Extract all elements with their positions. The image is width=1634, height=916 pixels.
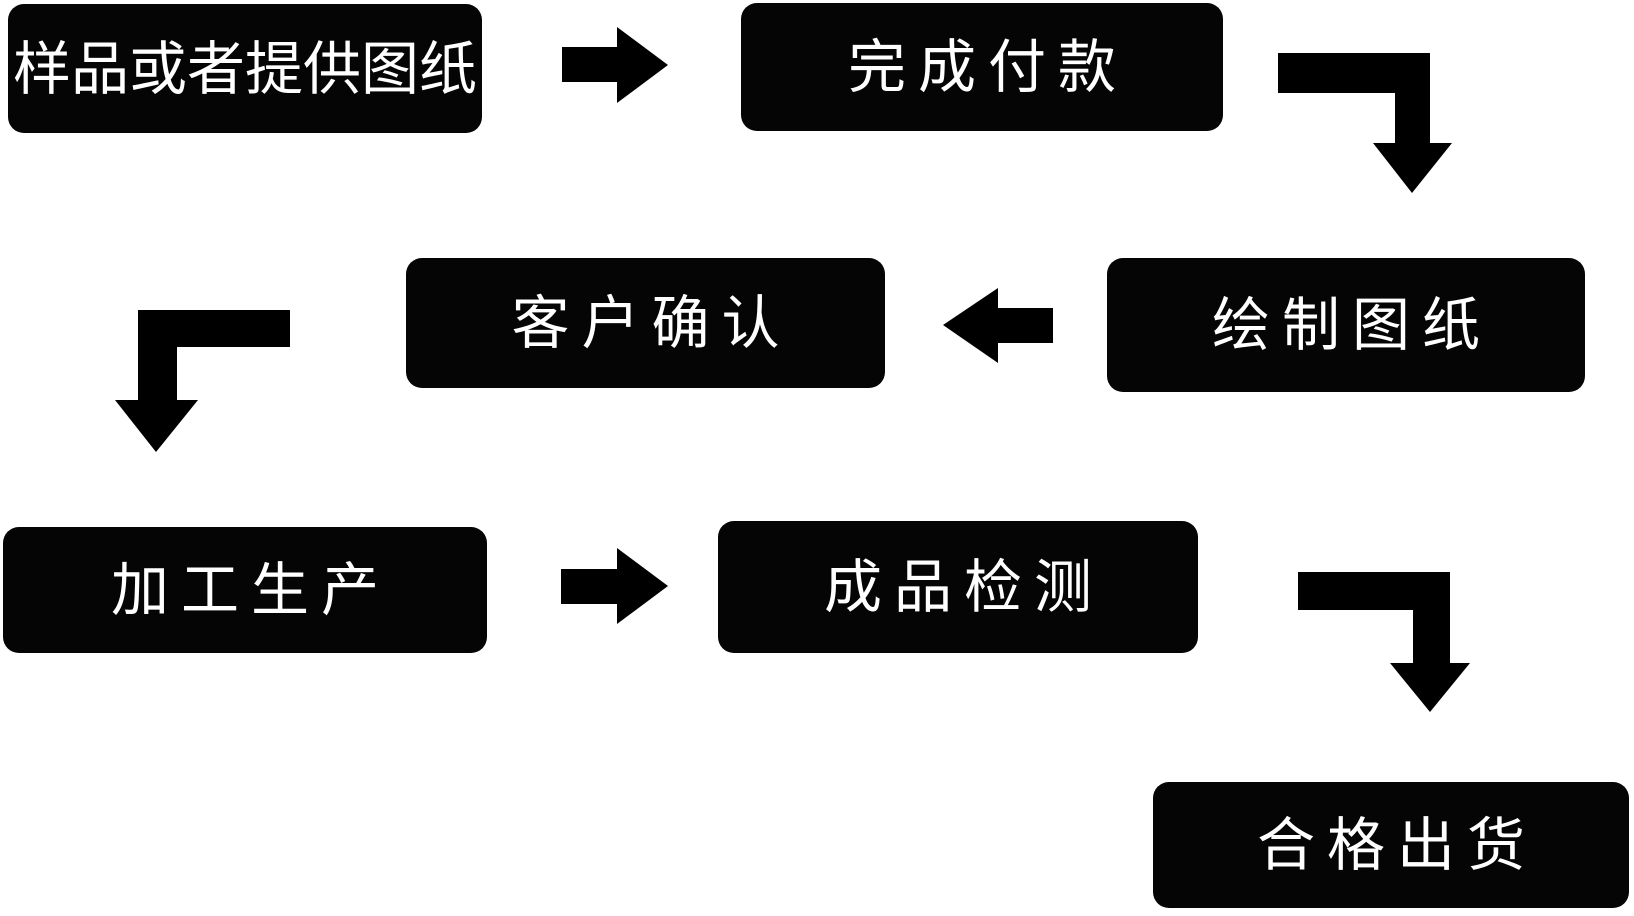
arrow-head <box>1390 663 1470 712</box>
node-label: 客户确认 <box>511 289 792 357</box>
arrow-head <box>617 548 668 624</box>
arrow-vertical-bar <box>138 310 177 400</box>
arrow-vertical-bar <box>1413 572 1450 663</box>
flow-node-customer-confirmation: 客户确认 <box>406 258 885 388</box>
node-label: 成品检测 <box>823 553 1104 621</box>
flow-node-complete-payment: 完成付款 <box>741 3 1223 131</box>
arrow-right-production-to-inspection-icon <box>561 548 668 624</box>
arrow-vertical-bar <box>1395 53 1430 145</box>
flow-node-qualified-shipment: 合格出货 <box>1153 782 1629 908</box>
arrow-bent-inspection-to-shipment-icon <box>1298 572 1470 712</box>
flow-node-processing-production: 加工生产 <box>3 527 487 653</box>
arrow-shaft <box>561 569 619 604</box>
arrow-head <box>943 288 998 363</box>
node-label: 合格出货 <box>1256 811 1537 879</box>
arrow-head <box>617 27 668 103</box>
flow-node-finished-product-inspection: 成品检测 <box>718 521 1198 653</box>
arrow-right-sample-to-payment-icon <box>562 27 668 103</box>
flow-node-draw-drawings: 绘制图纸 <box>1107 258 1585 392</box>
arrow-bent-payment-to-drawing-icon <box>1278 53 1452 193</box>
arrow-shaft <box>997 308 1053 343</box>
arrow-head <box>115 400 198 452</box>
node-label: 绘制图纸 <box>1211 291 1492 359</box>
node-label: 样品或者提供图纸 <box>12 34 477 103</box>
node-label: 完成付款 <box>847 33 1128 101</box>
node-label: 加工生产 <box>110 556 391 624</box>
arrow-head <box>1373 143 1452 193</box>
arrow-bent-confirmation-to-production-icon <box>115 310 290 452</box>
flow-node-sample-or-provide-drawings: 样品或者提供图纸 <box>8 4 482 133</box>
arrow-shaft <box>562 47 619 82</box>
arrow-left-drawing-to-confirmation-icon <box>943 288 1053 363</box>
